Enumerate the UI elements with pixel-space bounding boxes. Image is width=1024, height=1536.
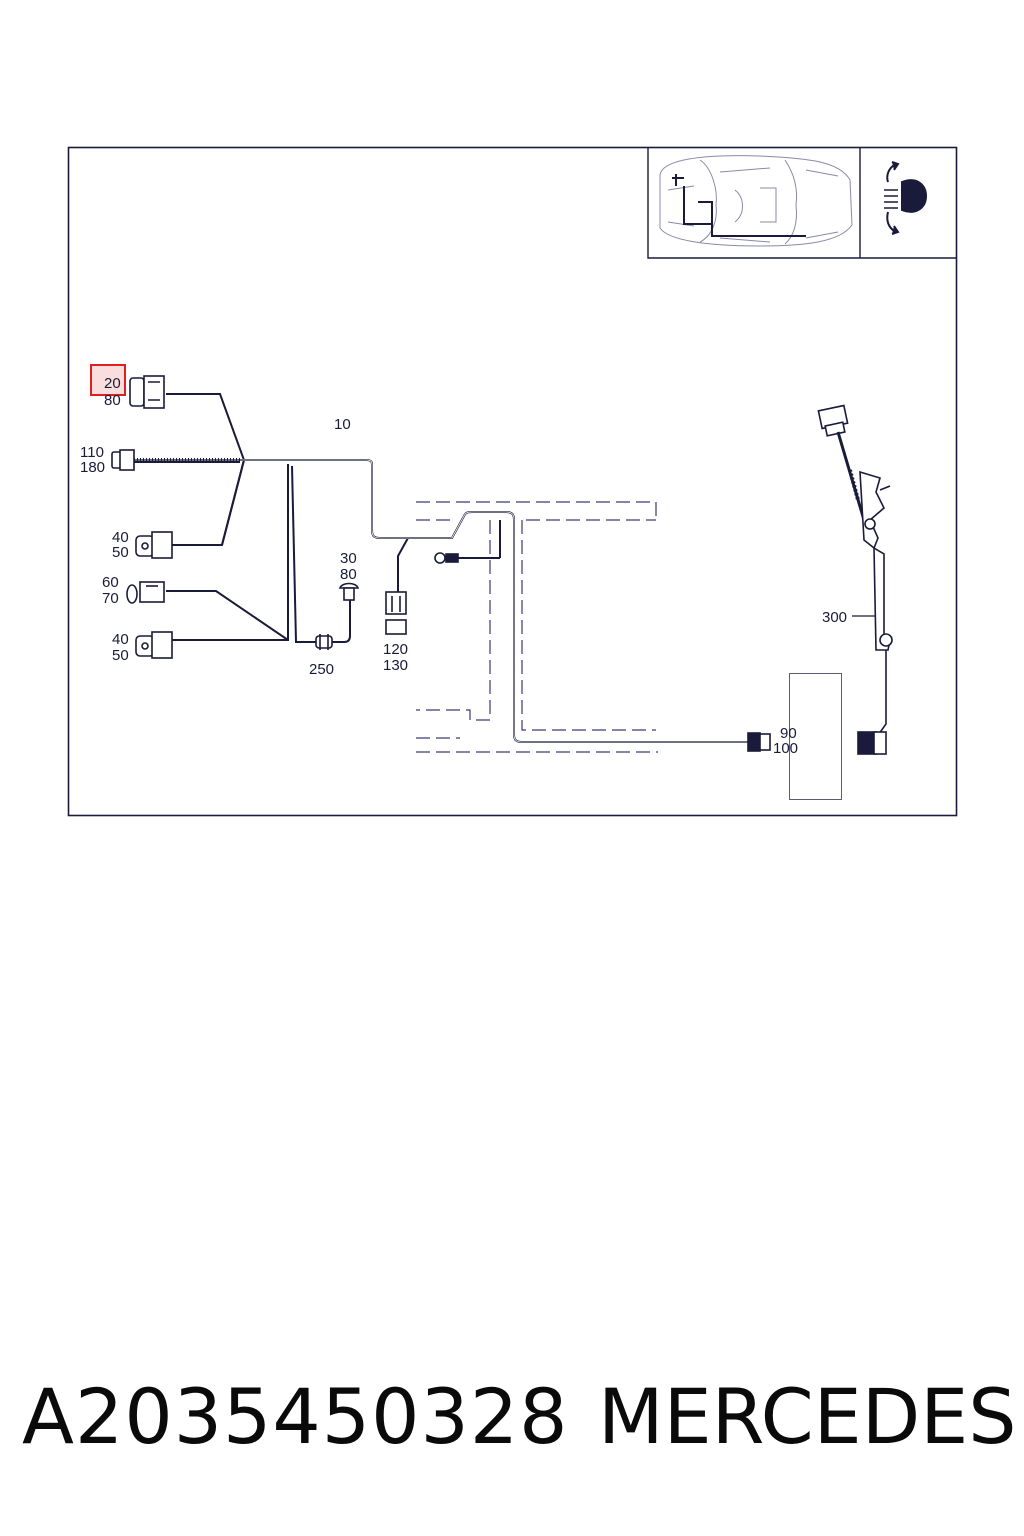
car-location-icon [659, 155, 853, 247]
callout-40-lower: 40 [112, 631, 129, 648]
callout-10: 10 [334, 416, 351, 433]
callout-70: 70 [102, 590, 119, 607]
footer: A2035450328 MERCEDES [22, 1372, 1016, 1472]
inset-divider [647, 148, 956, 259]
wiring-harness-diagram: 20 80 10 110 180 40 50 60 70 40 50 30 80… [67, 146, 958, 817]
diagram-frame [67, 146, 958, 817]
connector-90-100 [747, 732, 771, 752]
module-box [789, 673, 842, 800]
callout-20: 20 [104, 375, 121, 392]
callout-80-upper: 80 [104, 392, 121, 409]
connector-40-50-lower [135, 631, 173, 659]
brand-name: MERCEDES [598, 1372, 1017, 1461]
callout-250: 250 [309, 661, 334, 678]
part-number: A2035450328 [22, 1372, 569, 1461]
callout-40-upper: 40 [112, 529, 129, 546]
callout-300: 300 [822, 609, 847, 626]
callout-90: 90 [780, 725, 797, 742]
callout-60: 60 [102, 574, 119, 591]
headlamp-range-icon [884, 161, 928, 235]
callout-180: 180 [80, 459, 105, 476]
callout-30: 30 [340, 550, 357, 567]
connector-40-50-upper [135, 531, 173, 559]
harness-wires [134, 393, 748, 743]
callout-50-lower: 50 [112, 647, 129, 664]
connector-110-180 [111, 449, 135, 471]
callout-50-upper: 50 [112, 544, 129, 561]
callout-labels: 20 80 10 110 180 40 50 60 70 40 50 30 80… [80, 375, 847, 757]
callout-120: 120 [383, 641, 408, 658]
callout-110: 110 [80, 444, 104, 461]
callout-130: 130 [383, 657, 408, 674]
car-location-wire [672, 174, 806, 237]
callout-80-lower: 80 [340, 566, 357, 583]
connector-60-70 [126, 581, 165, 604]
ground-terminal [434, 552, 459, 564]
dashed-outlines [416, 501, 658, 753]
callout-100: 100 [773, 740, 798, 757]
grommet-250 [315, 634, 333, 650]
connector-120-130 [385, 591, 407, 635]
level-sensor-300 [817, 404, 893, 755]
connector-20-80 [129, 375, 165, 409]
highlight-callout-20 [90, 364, 126, 396]
harness-wires-inner [134, 459, 748, 743]
connector-30-80 [338, 582, 360, 601]
